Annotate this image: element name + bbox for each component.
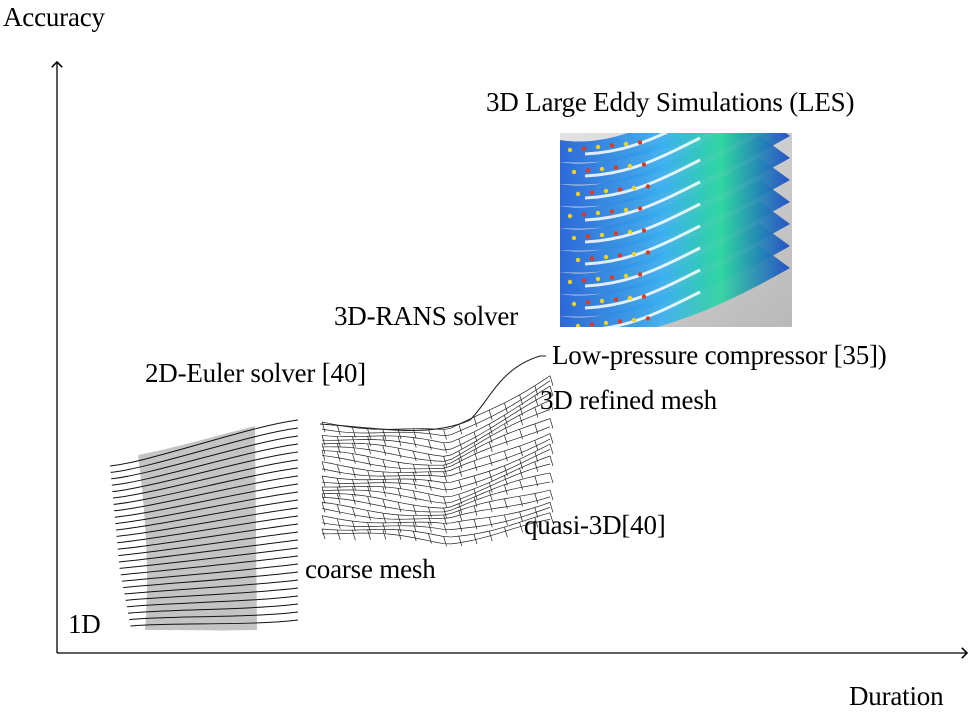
label-quasi-3d: quasi-3D[40] bbox=[524, 510, 666, 540]
label-coarse-mesh: coarse mesh bbox=[305, 554, 436, 584]
les-simulation-image bbox=[560, 133, 792, 327]
label-3d-refined-mesh: 3D refined mesh bbox=[540, 385, 717, 415]
label-1d: 1D bbox=[68, 609, 101, 639]
label-2d-euler-solver: 2D-Euler solver [40] bbox=[145, 358, 366, 388]
label-3d-les: 3D Large Eddy Simulations (LES) bbox=[486, 87, 855, 117]
euler-2d-blade-image bbox=[109, 419, 299, 631]
x-axis-label: Duration bbox=[849, 681, 944, 711]
label-low-pressure-compressor: Low-pressure compressor [35]) bbox=[552, 340, 887, 370]
label-3d-rans-solver: 3D-RANS solver bbox=[334, 301, 518, 331]
quasi-3d-mesh-image bbox=[319, 355, 554, 547]
y-axis-label: Accuracy bbox=[3, 2, 105, 32]
